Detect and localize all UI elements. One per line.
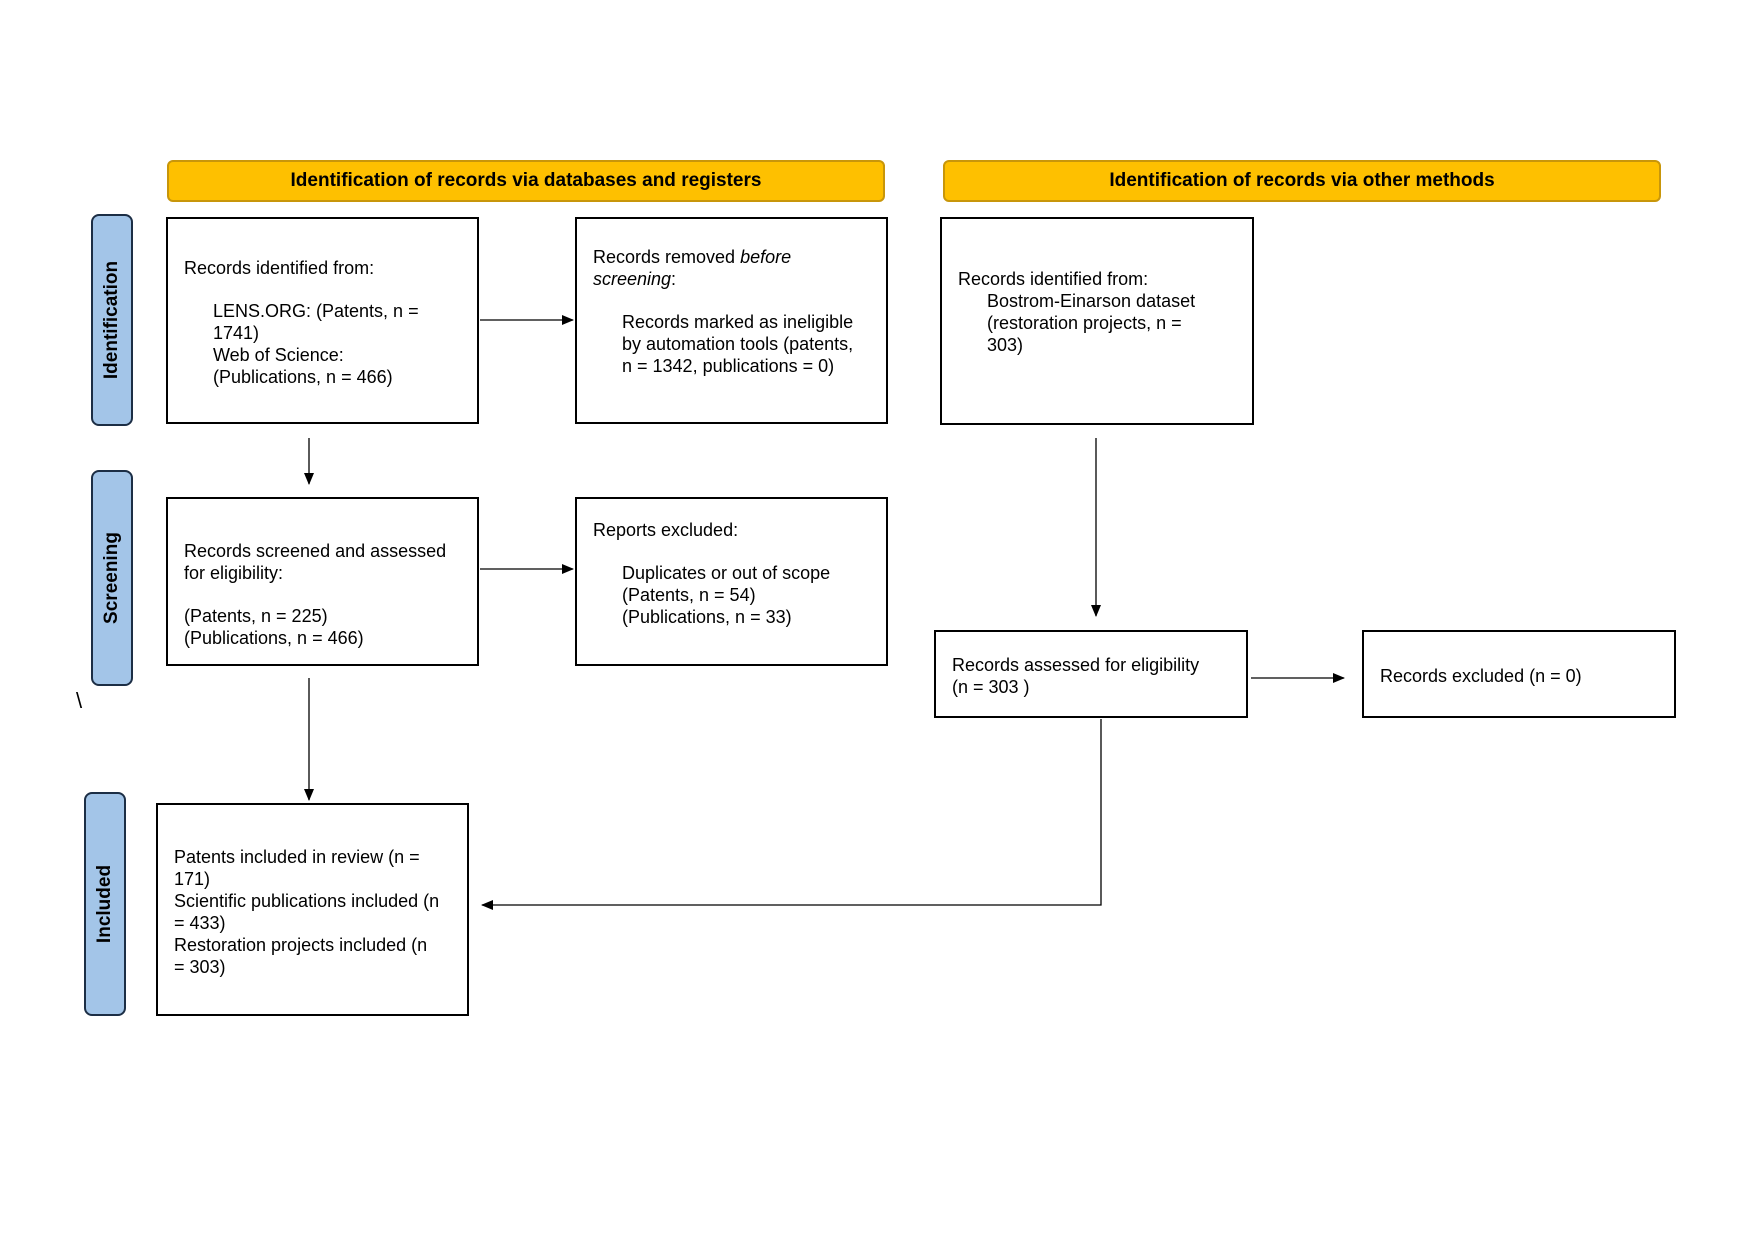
identified-line-2: 1741) xyxy=(213,323,260,343)
box-records-identified: Records identified from: LENS.ORG: (Pate… xyxy=(166,217,479,424)
identified-heading: Records identified from: xyxy=(184,258,375,278)
included-line-3: Scientific publications included (n xyxy=(174,891,440,911)
phase-identification: Identification xyxy=(91,214,133,426)
included-line-5: Restoration projects included (n xyxy=(174,935,428,955)
arrow-assessed-to-included xyxy=(481,719,1102,910)
phase-included: Included xyxy=(84,792,126,1016)
removed-heading: Records removed before xyxy=(593,247,792,267)
screened-line-1: Records screened and assessed xyxy=(184,541,447,561)
other-identified-heading: Records identified from: xyxy=(958,269,1149,289)
excluded-other-text: Records excluded (n = 0) xyxy=(1380,666,1582,686)
header-other-methods: Identification of records via other meth… xyxy=(943,160,1661,202)
other-identified-line-2: (restoration projects, n = xyxy=(987,313,1182,333)
removed-line-1: Records marked as ineligible xyxy=(622,312,854,332)
screened-line-3: (Patents, n = 225) xyxy=(184,606,328,626)
box-reports-excluded: Reports excluded: Duplicates or out of s… xyxy=(575,497,888,666)
box-records-screened: Records screened and assessed for eligib… xyxy=(166,497,479,666)
box-assessed-other: Records assessed for eligibility (n = 30… xyxy=(934,630,1248,718)
box-other-identified: Records identified from: Bostrom-Einarso… xyxy=(940,217,1254,425)
other-identified-line-3: 303) xyxy=(987,335,1024,355)
header-other-label: Identification of records via other meth… xyxy=(1109,170,1495,191)
other-identified-line-1: Bostrom-Einarson dataset xyxy=(987,291,1196,311)
removed-heading-cont: screening: xyxy=(593,269,677,289)
screened-line-4: (Publications, n = 466) xyxy=(184,628,364,648)
screened-line-2: for eligibility: xyxy=(184,563,284,583)
identified-line-4: (Publications, n = 466) xyxy=(213,367,393,387)
header-databases: Identification of records via databases … xyxy=(167,160,885,202)
assessed-other-line-1: Records assessed for eligibility xyxy=(952,655,1200,675)
removed-line-3: n = 1342, publications = 0) xyxy=(622,356,835,376)
assessed-other-line-2: (n = 303 ) xyxy=(952,677,1030,697)
stray-backslash: \ xyxy=(76,688,83,713)
excluded-line-1: Duplicates or out of scope xyxy=(622,563,831,583)
included-line-4: = 433) xyxy=(174,913,226,933)
removed-line-2: by automation tools (patents, xyxy=(622,334,854,354)
excluded-heading: Reports excluded: xyxy=(593,520,739,540)
box-excluded-other: Records excluded (n = 0) xyxy=(1362,630,1676,718)
identified-line-3: Web of Science: xyxy=(213,345,344,365)
header-databases-label: Identification of records via databases … xyxy=(290,170,762,191)
included-line-2: 171) xyxy=(174,869,211,889)
included-line-1: Patents included in review (n = xyxy=(174,847,420,867)
excluded-line-2: (Patents, n = 54) xyxy=(622,585,756,605)
box-records-removed: Records removed before screening: Record… xyxy=(575,217,888,424)
box-included: Patents included in review (n = 171) Sci… xyxy=(156,803,469,1016)
included-line-6: = 303) xyxy=(174,957,226,977)
excluded-line-3: (Publications, n = 33) xyxy=(622,607,792,627)
identified-line-1: LENS.ORG: (Patents, n = xyxy=(213,301,419,321)
phase-screening: Screening xyxy=(91,470,133,686)
